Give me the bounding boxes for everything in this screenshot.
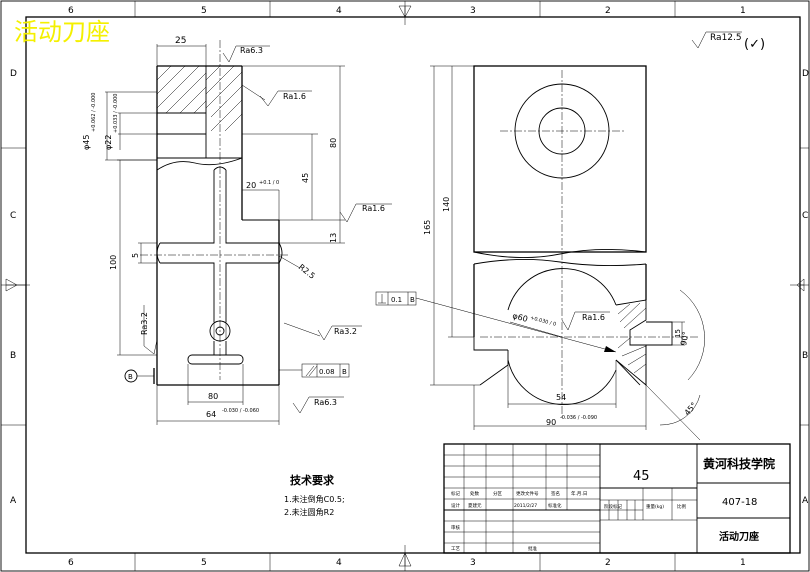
tb-label-design-date: 2011/2/27 (514, 503, 537, 509)
zone-right-d: D (802, 69, 809, 79)
zone-top-1: 1 (740, 6, 746, 16)
zone-top-5: 5 (201, 6, 207, 16)
ra-1: Ra1.6 (283, 92, 306, 101)
dim-80-horiz: 80 (208, 392, 218, 401)
general-roughness: Ra12.5 (✓) (691, 31, 765, 52)
ra-bottom: Ra6.3 (314, 398, 337, 407)
tb-label-weight: 重量(kg) (646, 503, 664, 510)
title-drawing-no: 407-18 (722, 497, 757, 508)
dim-phi60: φ60 (511, 311, 528, 324)
dim-5: 5 (131, 253, 140, 258)
dim-64-tol: -0.030 / -0.060 (222, 408, 259, 414)
tech-requirement-2: 2.未注圆角R2 (284, 507, 334, 517)
tb-label-fenqu: 分区 (493, 490, 502, 497)
tb-label-process: 工艺 (451, 546, 460, 552)
tb-label-design: 设计 (451, 502, 460, 509)
tb-label-biaoji: 标记 (451, 490, 460, 497)
title-school: 黄河科技学院 (703, 456, 775, 471)
dim-25: 25 (175, 36, 186, 46)
tb-label-change-doc: 更改文件号 (516, 490, 539, 497)
dim-64: 64 (206, 410, 216, 419)
title-material: 45 (633, 469, 650, 484)
angle-45: 45° (683, 401, 699, 418)
hatching-left (156, 65, 243, 132)
dim-phi22-tol: +0.033 / -0.000 (113, 94, 119, 134)
zone-left-b: B (10, 351, 16, 361)
tb-label-review: 审核 (451, 524, 460, 531)
dim-phi45: φ45 (82, 135, 91, 150)
ra-right: Ra3.2 (334, 327, 357, 336)
tb-label-approve: 批准 (528, 545, 537, 552)
tb-label-stage: 阶段标记 (604, 503, 622, 510)
dim-20-tol: +0.1 / 0 (259, 180, 279, 186)
zone-bottom-3: 3 (470, 558, 476, 568)
dim-r2-5: R2.5 (297, 262, 317, 280)
dim-phi45-tol: +0.062 / -0.000 (91, 93, 97, 133)
zone-bottom-5: 5 (201, 558, 207, 568)
tb-label-designer: 夏建元 (468, 502, 482, 509)
tech-requirements: 技术要求 1.未注倒角C0.5; 2.未注圆角R2 (284, 473, 345, 517)
stamp-title: 活动刀座 (14, 18, 110, 46)
dim-phi60-tol: +0.030 / 0 (529, 315, 556, 328)
general-roughness-mark: (✓) (744, 37, 765, 52)
ra-center: Ra1.6 (582, 313, 605, 322)
hatching-right (617, 302, 647, 374)
datum-b: B (128, 373, 133, 381)
zone-left-a: A (10, 496, 17, 506)
parallel-tol: 0.08 (319, 368, 335, 376)
dim-90-tol: -0.036 / -0.090 (560, 415, 597, 421)
zone-bottom-2: 2 (605, 558, 611, 568)
zone-left-d: D (10, 69, 17, 79)
zone-top-3: 3 (470, 6, 476, 16)
dim-20: 20 (246, 181, 256, 190)
dim-165: 165 (423, 220, 432, 235)
perp-tol: 0.1 (391, 296, 402, 304)
perp-datum: B (410, 296, 415, 304)
zone-right-c: C (802, 211, 808, 221)
zone-top-2: 2 (605, 6, 611, 16)
title-block: 45 黄河科技学院 407-18 活动刀座 标记 处数 分区 更改文件号 签名 … (443, 443, 791, 554)
tb-label-sign: 签名 (551, 490, 560, 497)
parallel-datum: B (342, 368, 347, 376)
dim-54: 54 (556, 393, 566, 402)
ra-2: Ra1.6 (362, 204, 385, 213)
left-view: 25 Ra6.3 Ra1.6 φ45 +0.062 / -0.000 φ22 +… (82, 36, 392, 425)
dim-90: 90 (546, 418, 556, 427)
tb-label-chushu: 处数 (470, 490, 479, 497)
dim-45: 45 (301, 173, 310, 183)
zone-top-6: 6 (68, 6, 74, 16)
ra-top: Ra6.3 (240, 46, 263, 55)
dim-13: 13 (329, 233, 338, 243)
dim-15: 15 (674, 329, 682, 338)
zone-right-b: B (802, 351, 808, 361)
tb-label-date: 年.月.日 (571, 490, 587, 497)
tech-requirements-title: 技术要求 (290, 473, 335, 487)
angle-90: 90° (679, 331, 690, 347)
right-view: 165 140 0.1 B φ60 +0.030 / 0 Ra1.6 54 90 (375, 65, 705, 441)
dim-80-vert: 80 (329, 138, 338, 148)
ra-left: Ra3.2 (140, 312, 149, 335)
dim-100: 100 (109, 255, 118, 270)
zone-right-a: A (802, 496, 809, 506)
tech-requirement-1: 1.未注倒角C0.5; (284, 494, 345, 504)
dim-140: 140 (442, 197, 451, 212)
tb-label-scale: 比例 (677, 503, 686, 510)
zone-labels: 6 5 4 3 2 1 6 5 4 3 2 1 D C B A D C B A (10, 6, 809, 568)
zone-bottom-4: 4 (336, 558, 342, 568)
zone-bottom-6: 6 (68, 558, 74, 568)
dim-phi22: φ22 (104, 135, 113, 150)
title-part-name: 活动刀座 (719, 530, 759, 543)
general-roughness-value: Ra12.5 (710, 33, 742, 43)
zone-left-c: C (10, 211, 16, 221)
zone-bottom-1: 1 (740, 558, 746, 568)
tb-label-standard: 标准化 (548, 502, 562, 509)
zone-top-4: 4 (336, 6, 342, 16)
